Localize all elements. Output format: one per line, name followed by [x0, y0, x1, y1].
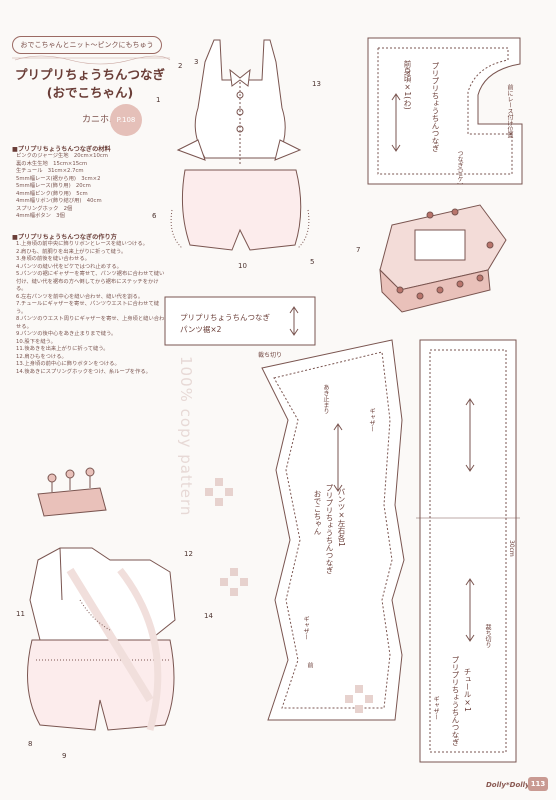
material-item: 5mm幅レース(飾り用) 20cm	[16, 183, 91, 189]
brand-footer: Dolly*Dolly	[486, 781, 530, 789]
romper-back-illustration	[27, 547, 176, 731]
tulle-pattern	[416, 339, 520, 763]
series-pill: おでこちゃんとニット〜ピンクにもちゅう	[12, 36, 162, 54]
copy-watermark: 100% copy pattern	[177, 356, 195, 517]
steps-heading: ■プリプリちょうちんつなぎの作り方	[12, 234, 117, 241]
pants-title-1: おでこちゃん	[313, 490, 322, 535]
step-item: 5.パンツの裾にギャザーを寄せて、パンツ裾布に合わせて縫い付け、縫い代を裾布の方…	[16, 271, 165, 292]
part-number: 5	[310, 258, 315, 266]
author-name: カニホル	[82, 115, 119, 125]
step-item: 8.パンツのウエスト周りにギャザーを寄せ、上身頃と縫い合わせる。	[16, 316, 165, 330]
step-item: 2.肩ひも、前胴りを出来上がりに折って縫う。	[16, 248, 127, 255]
step-item: 9.パンツの後中心をあき止まりまで縫う。	[16, 331, 117, 337]
pants-pattern	[261, 339, 405, 721]
step-item: 12.肩ひもをつける。	[16, 353, 67, 360]
part-number: 11	[16, 610, 25, 618]
pants-title-3: パンツ×左右各1	[337, 488, 346, 547]
material-item: ピンクのジャージ生地 20cm×10cm	[16, 153, 108, 159]
step-item: 6.左右パンツを前中心を縫い合わせ、縫い代を割る。	[16, 293, 144, 300]
romper-front-illustration	[170, 39, 310, 251]
part-number: 10	[238, 262, 247, 270]
front-mark: 前	[306, 662, 313, 668]
hem-box-line-2: パンツ裾×2	[180, 325, 222, 334]
title-line-1: プリプリちょうちんつなぎ	[14, 67, 165, 82]
bodice-sub-label: プリプリちょうちんつなぎ	[431, 62, 440, 152]
part-number: 6	[152, 212, 157, 220]
material-item: 生チュール 31cm×2.7cm	[16, 168, 84, 174]
pants-title-2: プリプリちょうちんつなぎ	[325, 484, 334, 574]
sewing-box-illustration	[379, 204, 507, 313]
material-item: 4mm幅ピンク(飾り用) 5cm	[16, 190, 88, 197]
tulle-cut-label: 裁ち切り	[484, 624, 491, 648]
part-number: 14	[204, 612, 213, 620]
step-item: 14.後あきにスプリングホックをつけ、糸ループを作る。	[16, 368, 151, 375]
bodice-pattern	[367, 37, 523, 185]
gather-label: ギャザー	[432, 696, 439, 720]
step-item: 4.パンツの縫い代をピケではつれ止めする。	[16, 263, 122, 270]
hem-cut-label: 裁ち切り	[258, 352, 283, 359]
steps-list: 1.上身頃の前中央に飾りリボンとレースを縫いつける。 2.肩ひも、前胴りを出来上…	[16, 241, 166, 376]
part-number: 9	[62, 752, 67, 760]
material-item: 4mm幅リボン(飾り結び用) 40cm	[16, 198, 102, 204]
material-item: 5mm幅レース(裾から用) 3cm×2	[16, 175, 101, 182]
step-item: 7.チュールにギャザーを寄せ、パンツウエストに合わせて縫う。	[16, 301, 160, 315]
bodice-note: 前にレース付け位置	[506, 84, 513, 138]
part-number: 3	[194, 58, 199, 66]
part-number: 12	[184, 550, 193, 558]
hem-box-line-1: プリプリちょうちんつなぎ	[180, 313, 270, 322]
tulle-title-1: プリプリちょうちんつなぎ	[451, 656, 460, 746]
tulle-title-2: チュール×1	[463, 668, 472, 712]
materials-heading: ■プリプリちょうちんつなぎの材料	[12, 146, 111, 153]
material-item: 4mm幅ボタン 3個	[16, 213, 65, 219]
part-number: 7	[356, 246, 361, 254]
part-number: 8	[28, 740, 33, 748]
page-title: プリプリちょうちんつなぎ (おでこちゃん)	[12, 66, 168, 102]
step-item: 1.上身頃の前中央に飾りリボンとレースを縫いつける。	[16, 241, 148, 247]
page-ref-badge: P.108	[110, 104, 142, 136]
part-number: 1	[156, 96, 161, 104]
materials-list: ピンクのジャージ生地 20cm×10cm 裏の木生生地 15cm×15cm 生チ…	[16, 153, 108, 221]
cross-stitch-motifs	[205, 478, 373, 713]
page-number: 113	[528, 777, 548, 791]
step-item: 13.上身頃の前中心に飾りボタンをつける。	[16, 361, 120, 367]
gather-label: ギャザー	[368, 408, 375, 432]
step-item: 3.身頃の前後を縫い合わせる。	[16, 256, 90, 262]
tulle-length: 30cm	[508, 540, 515, 557]
part-number: 13	[312, 80, 321, 88]
material-item: 裏の木生生地 15cm×15cm	[16, 160, 88, 167]
gather-label: ギャザー	[302, 616, 309, 640]
title-line-2: (おでこちゃん)	[46, 85, 134, 100]
flower-basket-illustration	[37, 467, 107, 517]
hem-pattern-box	[164, 296, 316, 346]
bodice-label: 前身頃×1(わ)	[403, 60, 412, 110]
material-item: スプリングホック 2個	[16, 205, 73, 212]
step-item: 10.股下を縫う。	[16, 338, 56, 345]
bodice-mark: つなぎ(ピケ)	[456, 150, 463, 185]
step-item: 11.後あきを出来上がりに折って縫う。	[16, 346, 109, 352]
part-number: 2	[178, 62, 183, 70]
back-opening-mark: あき止まり	[322, 384, 329, 414]
